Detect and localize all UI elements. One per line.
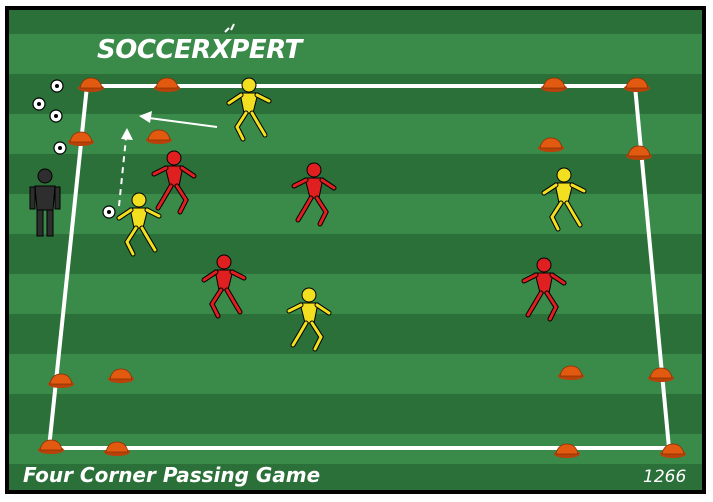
diagram-code: 1266	[643, 467, 686, 487]
ball-icon	[50, 110, 62, 122]
grass-stripes	[9, 10, 702, 490]
ball-icon	[103, 206, 115, 218]
logo-text: SOCCERXPERT	[97, 35, 304, 65]
ball-icon	[33, 98, 45, 110]
diagram-frame: SOCCERXPERT	[5, 6, 706, 494]
pitch-diagram: SOCCERXPERT	[9, 10, 702, 490]
ball-icon	[54, 142, 66, 154]
ball-icon	[51, 80, 63, 92]
caption-title: Four Corner Passing Game	[23, 463, 320, 487]
